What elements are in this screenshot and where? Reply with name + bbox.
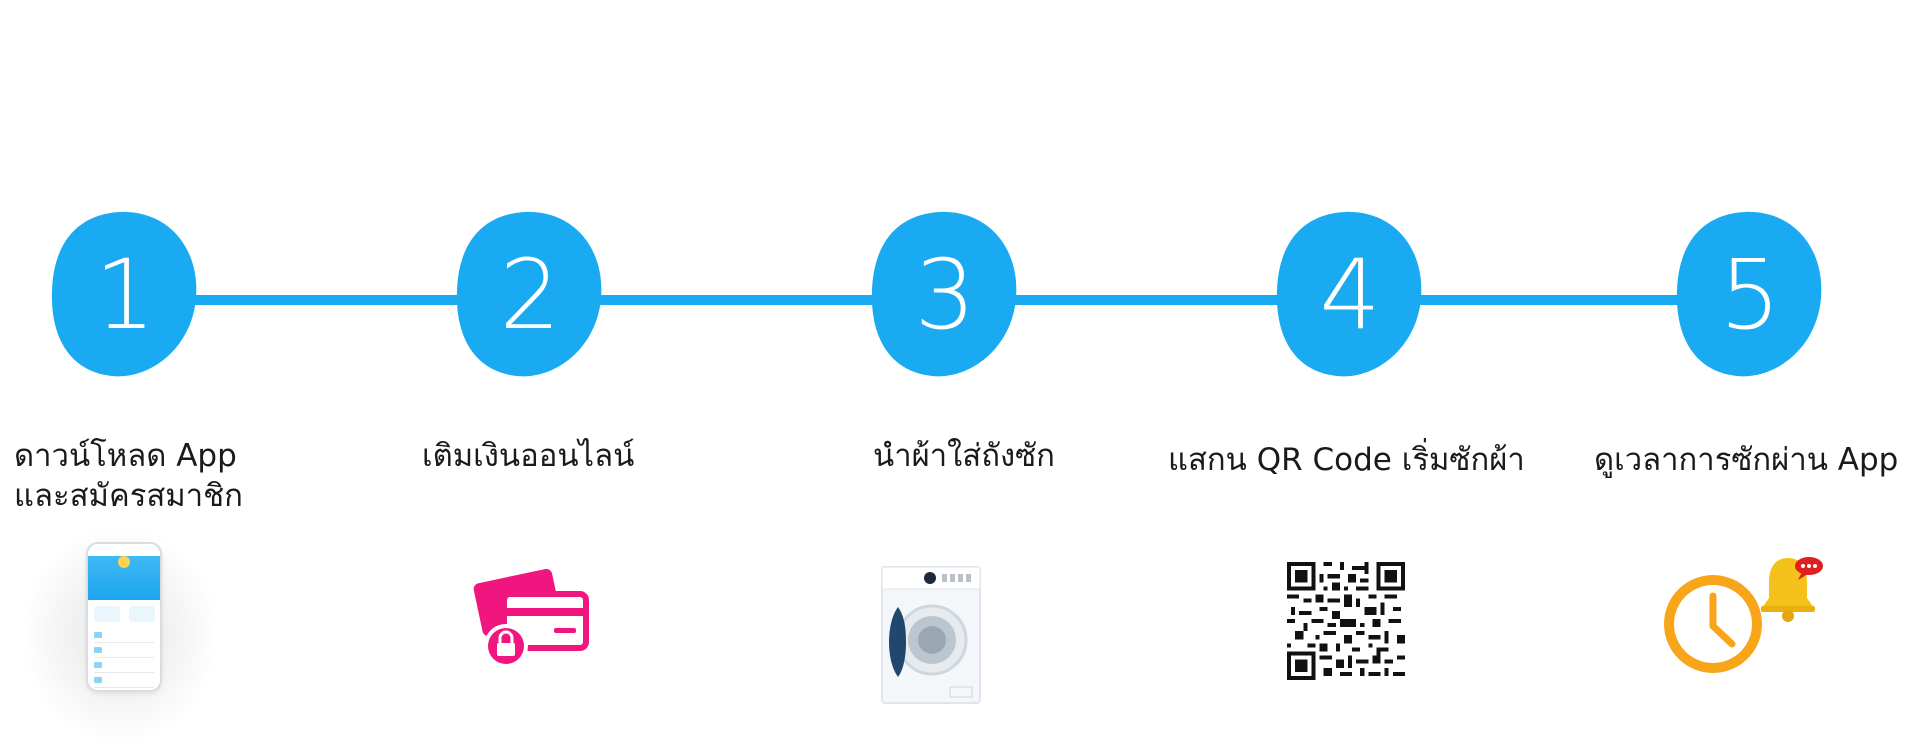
phone-app-icon bbox=[86, 542, 162, 692]
step-number: 3 bbox=[914, 239, 976, 351]
step-3-caption-line1: นำผ้าใส่ถังซัก bbox=[873, 438, 1055, 474]
step-5-caption: ดูเวลาการซักผ่าน App bbox=[1594, 440, 1898, 480]
app-tile bbox=[129, 606, 155, 622]
step-5-caption-line1: ดูเวลาการซักผ่าน App bbox=[1594, 442, 1899, 478]
step-badge-4: 4 bbox=[1275, 210, 1425, 380]
washing-machine-icon bbox=[881, 566, 981, 704]
app-list-row bbox=[94, 677, 154, 688]
step-number: 2 bbox=[499, 239, 561, 351]
step-blob-shape bbox=[871, 211, 1017, 377]
step-badge-5: 5 bbox=[1675, 210, 1825, 380]
step-4-caption: แสกน QR Code เริ่มซักผ้า bbox=[1168, 440, 1525, 480]
step-blob-shape bbox=[1276, 211, 1422, 377]
app-list-row bbox=[94, 662, 154, 673]
phone-app-header bbox=[88, 556, 160, 600]
step-badge-3: 3 bbox=[870, 210, 1020, 380]
step-number: 4 bbox=[1319, 239, 1381, 351]
step-number: 5 bbox=[1719, 239, 1781, 351]
credit-card-lock-icon bbox=[473, 568, 589, 668]
clock-bell-icon bbox=[1664, 557, 1823, 673]
step-1-caption-line2: และสมัครสมาชิก bbox=[14, 478, 243, 514]
step-number: 1 bbox=[94, 239, 156, 351]
step-badge-1: 1 bbox=[50, 210, 200, 380]
step-blob-shape bbox=[1676, 211, 1822, 377]
app-list-row bbox=[94, 647, 154, 658]
step-badge-2: 2 bbox=[455, 210, 605, 380]
step-3-caption: นำผ้าใส่ถังซัก bbox=[873, 436, 1055, 476]
qr-code-icon bbox=[1287, 562, 1405, 680]
step-blob-shape bbox=[51, 211, 197, 377]
step-4-caption-line1: แสกน QR Code เริ่มซักผ้า bbox=[1168, 442, 1525, 478]
app-tile bbox=[94, 606, 120, 622]
clock-icon bbox=[1664, 575, 1762, 673]
step-blob-shape bbox=[456, 211, 602, 377]
app-list-row bbox=[94, 632, 154, 643]
app-avatar-icon bbox=[118, 556, 130, 568]
step-1-caption-line1: ดาวน์โหลด App bbox=[14, 438, 237, 474]
step-1-caption: ดาวน์โหลด App และสมัครสมาชิก bbox=[14, 436, 243, 516]
step-2-caption-line1: เติมเงินออนไลน์ bbox=[422, 438, 635, 474]
bell-icon bbox=[1761, 557, 1823, 622]
step-2-caption: เติมเงินออนไลน์ bbox=[422, 436, 634, 476]
